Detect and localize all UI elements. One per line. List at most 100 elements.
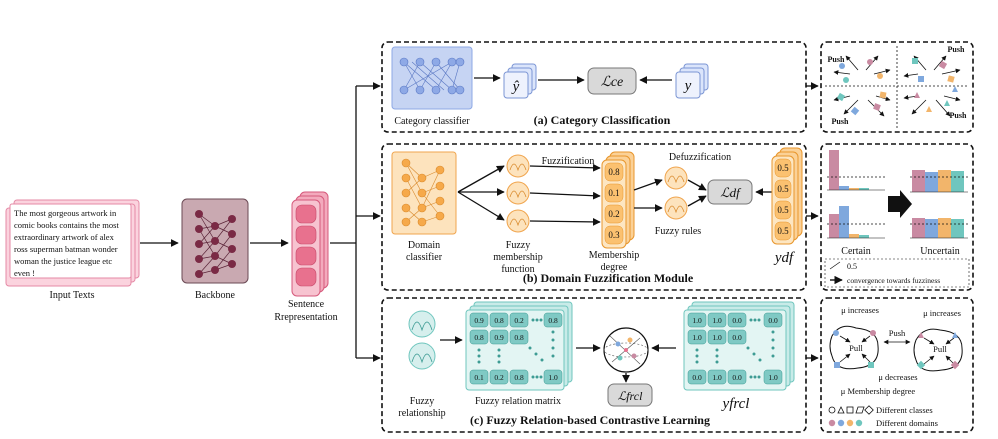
matrix-cell-2: 0.8 — [494, 316, 504, 325]
module-b-domain-fuzzification: Domain classifier Fuzzification Fuzzy me… — [381, 143, 807, 291]
target-cell-9: 1.0 — [712, 373, 722, 382]
membership-value-3: 0.2 — [608, 209, 619, 219]
ydf-value-2: 0.5 — [777, 184, 789, 194]
fuzzy-relation-matrix: 0.9 0.8 0.2 0.8 0.8 0.9 0.8 0.1 0.2 0.8 … — [465, 301, 573, 391]
loss-frcl-label: ℒfrcl — [618, 389, 644, 403]
module-a-category-classification: Category classifier ŷ ℒce y (a) Category… — [381, 41, 807, 133]
pull-label-2: Pull — [933, 344, 947, 354]
input-text-line-2: comic books contains the most — [14, 220, 119, 230]
fuzzy-mf-label-1: Fuzzy — [506, 240, 530, 251]
mu-increases-2: μ increases — [923, 308, 961, 318]
sentence-cells — [295, 204, 317, 287]
matrix-cell-3: 0.2 — [514, 316, 524, 325]
mu-membership: μ Membership degree — [841, 386, 916, 396]
ydf-value-4: 0.5 — [777, 226, 789, 236]
module-b-title: (b) Domain Fuzzification Module — [523, 271, 694, 285]
yhat-box: ŷ — [503, 63, 537, 99]
cluster-shapes — [833, 330, 960, 370]
target-cell-10: 0.0 — [732, 373, 742, 382]
module-a-title: (a) Category Classification — [534, 113, 671, 127]
domain-classifier-label-1: Domain — [408, 240, 440, 251]
membership-value-1: 0.8 — [608, 167, 620, 177]
backbone: Backbone — [181, 198, 249, 301]
membership-label-1: Membership — [589, 250, 640, 261]
mu-increases-1: μ increases — [841, 305, 879, 315]
loss-df: ℒdf — [707, 179, 753, 205]
certain-bars-top — [827, 150, 885, 191]
module-c-contrastive: Fuzzy relationship 0.9 — [381, 297, 807, 433]
input-text-line-5: woman the justice league etc — [14, 256, 112, 266]
push-label-3: Push — [832, 117, 849, 126]
fuzzy-rules-label: Fuzzy rules — [655, 226, 701, 237]
legend-classes-shapes — [828, 405, 874, 415]
target-cell-3: 0.0 — [732, 316, 742, 325]
legend-arrow-label: convergence towards fuzziness — [847, 276, 940, 285]
category-classifier-label: Category classifier — [394, 116, 470, 127]
loss-df-label: ℒdf — [720, 185, 742, 200]
loss-frcl: ℒfrcl — [607, 383, 653, 407]
yfrcl-label: yfrcl — [721, 396, 750, 412]
y-box: y — [675, 63, 709, 99]
matrix-cell-11: 1.0 — [548, 373, 558, 382]
fuzzy-mf-label-2: membership — [493, 252, 542, 263]
certain-bars-bottom — [827, 206, 885, 239]
category-classifier-nodes — [399, 57, 465, 95]
push-label-4: Push — [950, 111, 967, 120]
different-classes-label: Different classes — [876, 405, 933, 415]
y-label: y — [683, 78, 692, 94]
target-cell-4: 0.0 — [768, 316, 778, 325]
yhat-label: ŷ — [511, 79, 520, 95]
right-panel-c: μ increases μ increases Push Pull Pull μ… — [820, 297, 974, 433]
sentence-representation: Sentence Rrepresentation — [274, 191, 338, 323]
fuzzy-mf-label-3: function — [501, 264, 534, 275]
different-domains-label: Different domains — [876, 418, 938, 428]
uncertainty-arrow — [888, 190, 912, 218]
matrix-cell-10: 0.8 — [514, 373, 524, 382]
category-classifier-edges — [403, 61, 461, 91]
matrix-cell-9: 0.2 — [494, 373, 504, 382]
input-text-line-3: extraordinary artwork of alex — [14, 232, 115, 242]
membership-degree-stack: 0.8 0.1 0.2 0.3 — [601, 151, 635, 249]
ydf-value-3: 0.5 — [777, 205, 789, 215]
sentence-label-1: Sentence — [288, 299, 325, 310]
scatter-shapes — [836, 58, 958, 116]
fuzzy-relationship-icons — [408, 310, 436, 370]
push-label-2: Push — [948, 45, 965, 54]
input-text-line-6: even ! — [14, 268, 35, 278]
loss-ce: ℒce — [587, 67, 637, 95]
ydf-stack: 0.5 0.5 0.5 0.5 — [771, 147, 803, 245]
uncertain-bars-bottom — [910, 218, 968, 239]
ydf-value-1: 0.5 — [777, 163, 789, 173]
push-c-label: Push — [889, 328, 906, 338]
certain-label: Certain — [841, 246, 870, 257]
legend-value: 0.5 — [847, 262, 857, 271]
backbone-label: Backbone — [195, 290, 236, 301]
matrix-cell-4: 0.8 — [548, 316, 558, 325]
matrix-cell-7: 0.8 — [514, 333, 524, 342]
membership-functions — [506, 154, 530, 233]
fuzzy-rel-label-1: Fuzzy — [410, 396, 434, 407]
input-text-line-4: ross superman batman wonder — [14, 244, 118, 254]
fuzzy-rules — [664, 166, 688, 220]
right-panel-a: Push Push Push Push — [820, 41, 974, 133]
target-cell-5: 1.0 — [692, 333, 702, 342]
domain-classifier-label-2: classifier — [406, 252, 443, 263]
membership-value-4: 0.3 — [608, 230, 620, 240]
target-cell-2: 1.0 — [712, 316, 722, 325]
pull-label-1: Pull — [849, 343, 863, 353]
fuzzy-rel-label-2: relationship — [398, 408, 445, 419]
input-text-line-1: The most gorgeous artwork in — [14, 208, 117, 218]
target-cell-8: 0.0 — [692, 373, 702, 382]
sentence-label-2: Rrepresentation — [274, 312, 337, 323]
matrix-cell-1: 0.9 — [474, 316, 484, 325]
matrix-label: Fuzzy relation matrix — [475, 396, 561, 407]
matrix-cell-8: 0.1 — [474, 373, 484, 382]
right-panel-b: Certain Uncertain 0.5 convergence toward… — [820, 143, 974, 291]
loss-ce-label: ℒce — [601, 75, 624, 90]
input-texts: The most gorgeous artwork in comic books… — [5, 199, 140, 301]
target-cell-6: 1.0 — [712, 333, 722, 342]
target-matrix: 1.0 1.0 0.0 0.0 1.0 1.0 0.0 0.0 1.0 0.0 … — [683, 301, 795, 391]
defuzzification-label: Defuzzification — [669, 152, 731, 163]
uncertain-label: Uncertain — [920, 246, 959, 257]
mu-decreases: μ decreases — [878, 372, 917, 382]
